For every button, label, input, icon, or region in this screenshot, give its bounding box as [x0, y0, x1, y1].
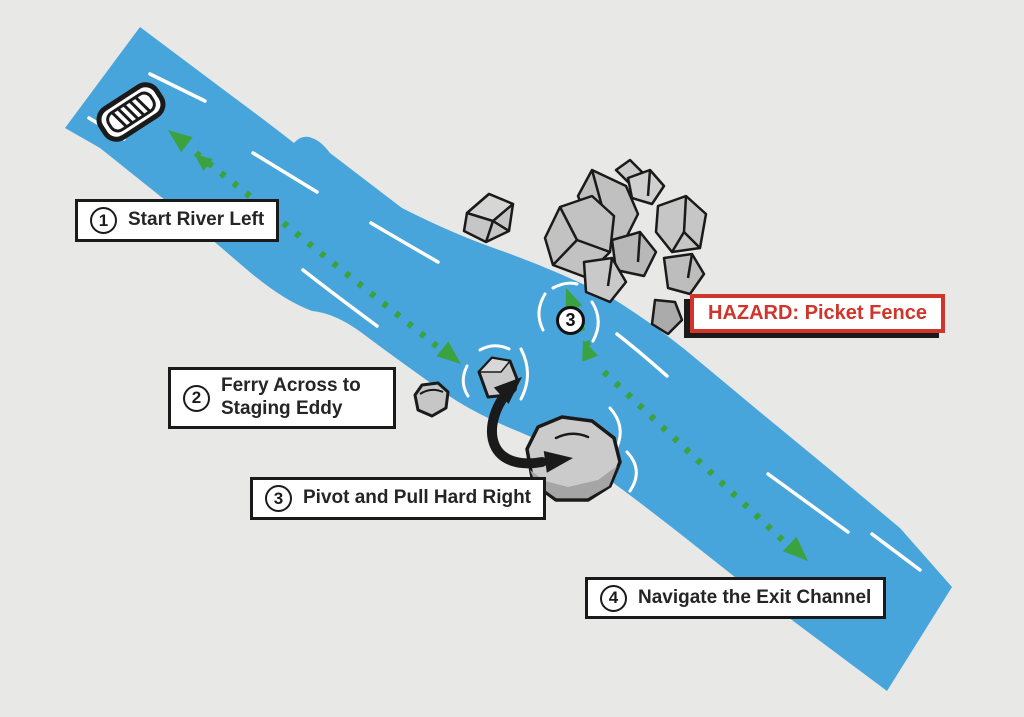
step-label-1: 1 Start River Left [75, 199, 280, 242]
step-3-text: Pivot and Pull Hard Right [303, 487, 532, 509]
step-2-text: Ferry Across to Staging Eddy [221, 375, 361, 419]
raft-icon [96, 82, 166, 142]
step-4-text: Navigate the Exit Channel [638, 586, 872, 608]
flow-lines [87, 72, 922, 572]
route-leg-1 [193, 150, 447, 355]
route-arrow-icon [782, 536, 808, 561]
staging-eddy-rock [477, 356, 519, 399]
rock-cluster-picket-fence [462, 158, 708, 336]
bank-pebble [413, 381, 450, 418]
hazard-label: HAZARD: Picket Fence [690, 294, 945, 333]
step-3-badge: 3 [265, 485, 292, 512]
river [65, 27, 952, 691]
step-2-badge: 2 [183, 384, 210, 412]
route-arrow-icon [565, 288, 583, 312]
route-arrow-icon [194, 154, 213, 171]
route-arrow-icon [168, 130, 193, 153]
step-1-badge: 1 [90, 207, 117, 234]
rock-cube-icon [462, 192, 515, 244]
pivot-arrow-icon [487, 377, 573, 473]
route-arrow-icon [436, 341, 461, 364]
step-4-badge: 4 [600, 584, 627, 612]
route-arrowheads [168, 130, 808, 561]
route-arrow-icon [582, 340, 599, 362]
step-1-text: Start River Left [128, 209, 265, 231]
river-marker-3: 3 [556, 306, 585, 335]
pivot-boulder [525, 415, 622, 502]
step-label-2: 2 Ferry Across to Staging Eddy [168, 367, 396, 429]
route-leg-3 [601, 369, 795, 552]
rock-pentagon-icon [650, 298, 684, 336]
eddy-arcs [461, 281, 638, 493]
step-label-4: 4 Navigate the Exit Channel [585, 577, 887, 619]
step-label-3: 3 Pivot and Pull Hard Right [250, 477, 547, 520]
